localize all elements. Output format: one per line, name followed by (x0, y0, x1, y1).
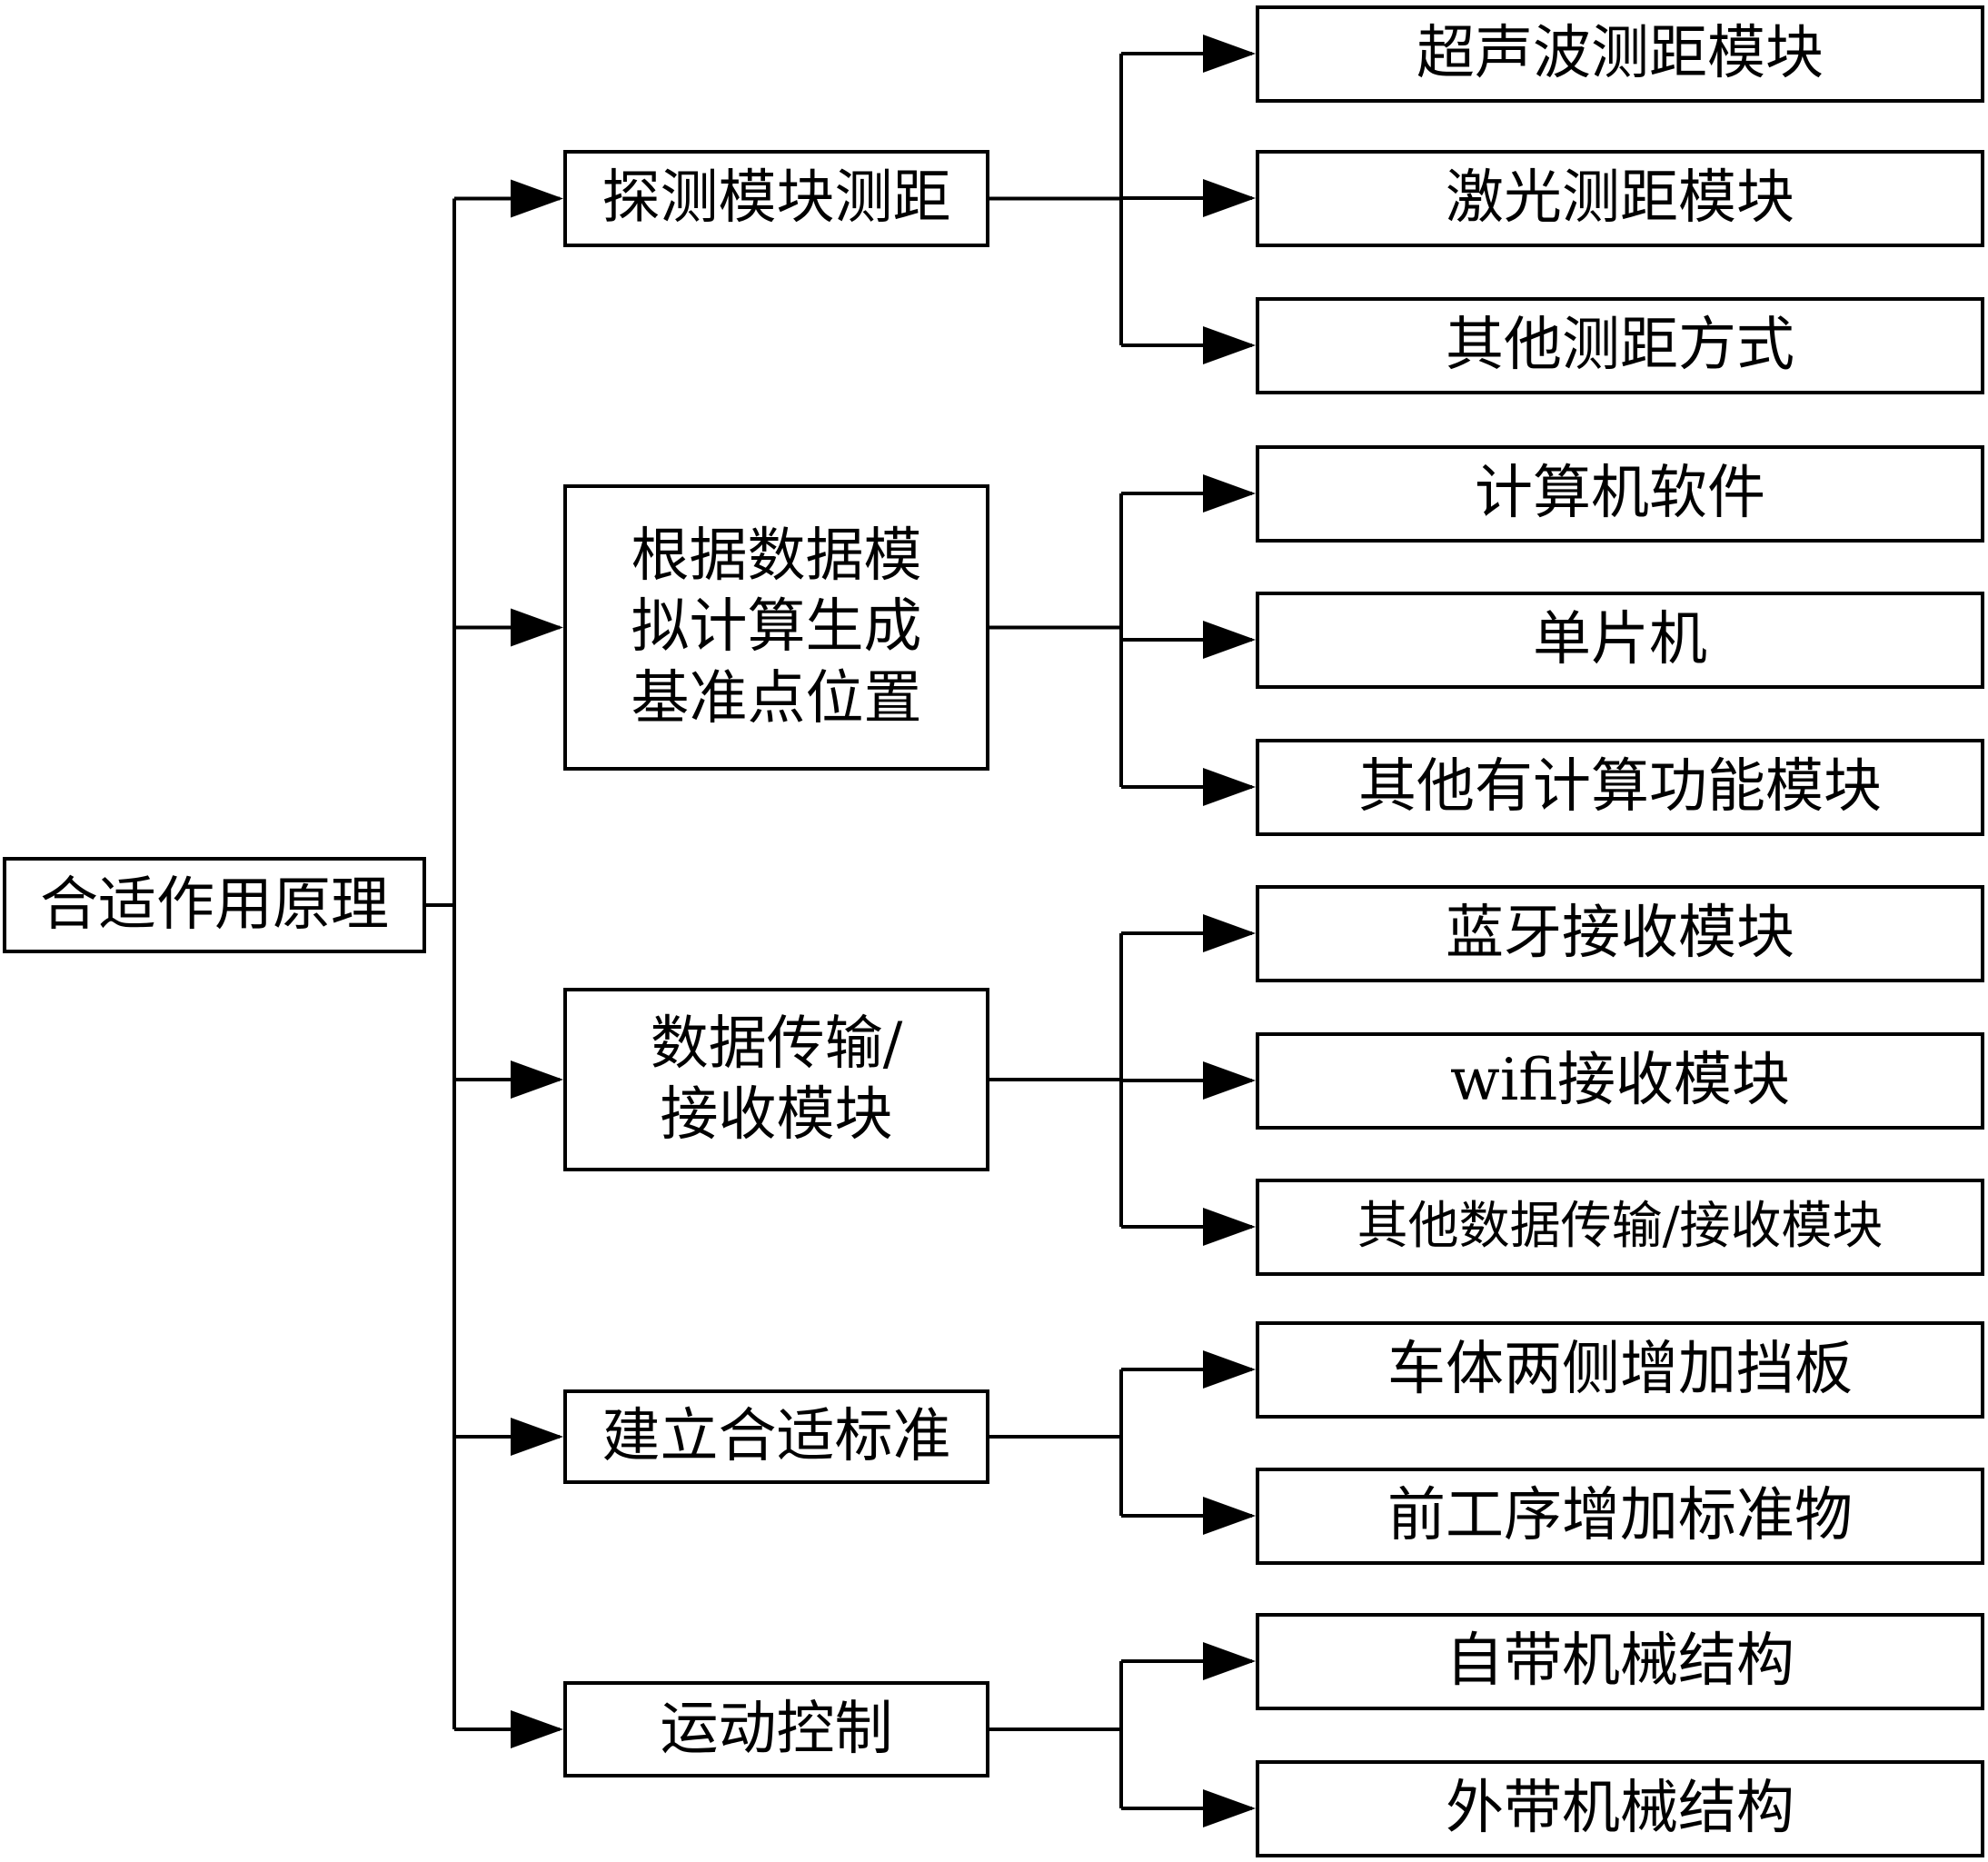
leaf-label: 其他测距方式 (1446, 311, 1794, 379)
arrowhead-icon (1203, 768, 1256, 806)
leaf-node: 车体两侧增加挡板 (1256, 1320, 1984, 1419)
root-node: 合适作用原理 (3, 857, 426, 953)
branch-node-detection: 探测模块测距 (563, 150, 989, 247)
arrowhead-icon (1203, 1350, 1256, 1389)
arrowhead-icon (1203, 474, 1256, 513)
arrowhead-icon (1203, 914, 1256, 952)
leaf-node: 其他测距方式 (1256, 296, 1984, 394)
arrowhead-icon (511, 1418, 563, 1456)
branch-label: 探测模块测距 (601, 164, 951, 233)
arrowhead-icon (511, 608, 563, 647)
leaf-label: wifi接收模块 (1450, 1046, 1790, 1114)
leaf-node: 其他数据传输/接收模块 (1256, 1178, 1984, 1276)
leaf-label: 单片机 (1533, 605, 1707, 673)
arrowhead-icon (1203, 1061, 1256, 1100)
leaf-label: 前工序增加标准物 (1387, 1481, 1853, 1549)
leaf-label: 外带机械结构 (1446, 1774, 1794, 1842)
branch-label: 数据传输/ 接收模块 (650, 1010, 903, 1149)
leaf-label: 超声波测距模块 (1416, 19, 1824, 87)
leaf-node: 前工序增加标准物 (1256, 1467, 1984, 1565)
leaf-label: 其他数据传输/接收模块 (1357, 1196, 1884, 1256)
branch-node-data-transfer: 数据传输/ 接收模块 (563, 988, 989, 1171)
leaf-node: wifi接收模块 (1256, 1031, 1984, 1130)
arrowhead-icon (1203, 1497, 1256, 1535)
branch-node-standard: 建立合适标准 (563, 1389, 989, 1484)
leaf-node: 激光测距模块 (1256, 149, 1984, 247)
leaf-label: 计算机软件 (1475, 459, 1765, 527)
arrowhead-icon (1203, 1642, 1256, 1680)
arrowhead-icon (1203, 1789, 1256, 1827)
arrowhead-icon (1203, 621, 1256, 659)
arrowhead-icon (1203, 1208, 1256, 1246)
leaf-node: 外带机械结构 (1256, 1759, 1984, 1857)
branch-label: 运动控制 (660, 1695, 893, 1763)
leaf-label: 其他有计算功能模块 (1358, 752, 1882, 821)
root-label: 合适作用原理 (40, 871, 389, 939)
arrowhead-icon (1203, 326, 1256, 364)
branch-label: 根据数据模 拟计算生成 基准点位置 (631, 523, 922, 732)
arrowhead-icon (511, 179, 563, 218)
arrowhead-icon (511, 1060, 563, 1099)
leaf-label: 车体两侧增加挡板 (1387, 1335, 1853, 1403)
leaf-node: 超声波测距模块 (1256, 5, 1984, 103)
branch-node-motion-control: 运动控制 (563, 1681, 989, 1777)
leaf-node: 蓝牙接收模块 (1256, 884, 1984, 982)
branch-node-computation: 根据数据模 拟计算生成 基准点位置 (563, 484, 989, 771)
leaf-node: 计算机软件 (1256, 444, 1984, 543)
arrowhead-icon (1203, 179, 1256, 217)
leaf-node: 单片机 (1256, 591, 1984, 689)
leaf-label: 蓝牙接收模块 (1446, 899, 1794, 967)
branch-label: 建立合适标准 (601, 1402, 951, 1470)
leaf-node: 自带机械结构 (1256, 1612, 1984, 1710)
leaf-node: 其他有计算功能模块 (1256, 738, 1984, 836)
leaf-label: 激光测距模块 (1446, 164, 1794, 232)
leaf-label: 自带机械结构 (1446, 1627, 1794, 1695)
arrowhead-icon (1203, 35, 1256, 73)
arrowhead-icon (511, 1710, 563, 1748)
